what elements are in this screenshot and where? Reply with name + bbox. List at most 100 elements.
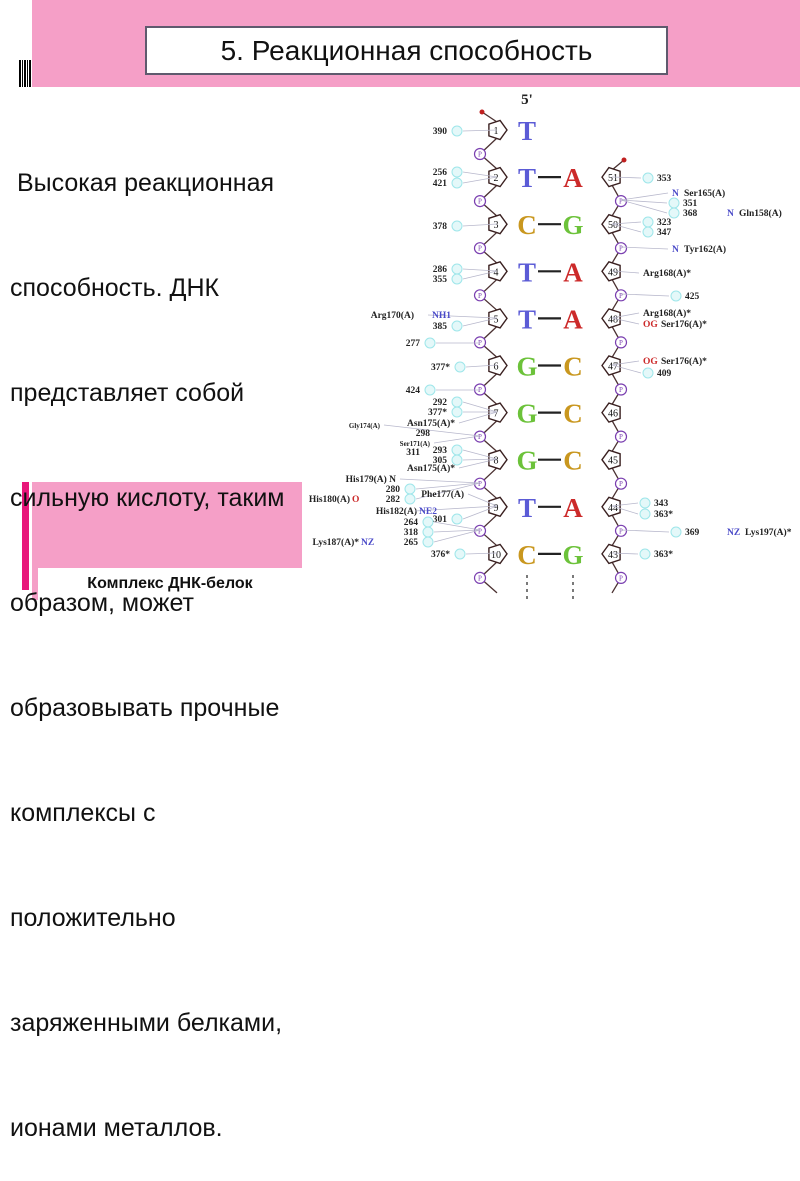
base-letter: G — [562, 540, 583, 570]
base-letter: C — [563, 399, 583, 429]
nucleotide-number: 50 — [608, 220, 618, 231]
sugar-icon — [488, 496, 508, 518]
sugar-icon — [488, 449, 508, 471]
water-icon — [451, 166, 463, 178]
annotation-label: Lys197(A)* — [745, 527, 792, 538]
sugar-icon — [601, 402, 621, 423]
annotation-label: OG — [643, 357, 658, 367]
backbone-line — [611, 467, 622, 485]
water-icon — [404, 493, 416, 505]
annotation-label: 369 — [685, 528, 700, 538]
phosphate-icon — [614, 477, 628, 490]
annotation-label: NZ — [727, 528, 740, 538]
phosphate-label: P — [619, 339, 623, 347]
interaction-line — [611, 317, 640, 325]
annotation-label: 385 — [433, 322, 448, 332]
base-letter: T — [518, 493, 536, 523]
water-icon — [670, 290, 682, 302]
interaction-line — [611, 552, 639, 555]
annotation-label: 323 — [657, 218, 672, 228]
phosphate-label: P — [478, 480, 482, 488]
water-icon — [451, 406, 463, 418]
nucleotide-number: 4 — [494, 267, 499, 278]
annotation-label: Ser176(A)* — [661, 319, 707, 330]
interaction-line — [462, 171, 498, 178]
sugar-icon — [601, 355, 621, 376]
interaction-line — [462, 268, 498, 272]
phosphate-icon — [473, 147, 487, 161]
annotation-label: 298 — [416, 429, 431, 439]
backbone-line — [479, 200, 498, 217]
interaction-line — [467, 493, 498, 507]
body-line: образом, может — [10, 589, 194, 617]
water-icon — [424, 384, 436, 396]
accent-bar — [22, 482, 29, 590]
backbone-line — [479, 483, 498, 500]
phosphate-label: P — [619, 292, 623, 300]
annotation-label: 363* — [654, 510, 673, 520]
water-icon — [668, 197, 680, 209]
annotation-label: 409 — [657, 369, 672, 379]
terminal-dot — [479, 109, 485, 115]
annotation-label: Gln158(A) — [739, 208, 782, 219]
backbone-line — [479, 436, 498, 453]
water-icon — [451, 513, 463, 525]
body-line: сильную кислоту, таким — [10, 484, 285, 512]
backbone-line — [611, 247, 622, 264]
annotation-label: Phe177(A) — [421, 489, 464, 500]
phosphate-label: P — [478, 292, 482, 300]
annotation-label: 280 — [386, 485, 401, 495]
sugar-icon — [488, 213, 508, 235]
backbone-line — [479, 325, 498, 343]
annotation-label: 305 — [433, 456, 448, 466]
interaction-line — [427, 314, 498, 319]
figure-caption: Комплекс ДНК-белок — [87, 575, 253, 592]
sugar-icon — [488, 543, 508, 565]
phosphate-icon — [473, 195, 487, 208]
base-letter: G — [562, 210, 583, 240]
phosphate-icon — [614, 336, 628, 349]
interaction-line — [465, 552, 498, 555]
sugar-icon — [601, 260, 621, 282]
sugar-icon — [488, 260, 508, 282]
phosphate-label: P — [478, 527, 482, 535]
phosphate-label: P — [478, 151, 482, 159]
phosphate-label: P — [619, 245, 623, 253]
annotation-label: 301 — [433, 515, 448, 525]
body-text: Высокая реакционная способность. ДНК пре… — [10, 96, 285, 1181]
annotation-label: O — [352, 495, 359, 505]
interaction-line — [433, 529, 481, 533]
annotation-label: 347 — [657, 228, 672, 238]
phosphate-label: P — [619, 527, 623, 535]
sugar-icon — [488, 355, 508, 376]
backbone-line — [611, 530, 622, 547]
phosphate-label: P — [478, 339, 482, 347]
backbone-line — [611, 326, 622, 343]
annotation-label: Asn175(A)* — [407, 418, 455, 429]
nucleotide-number: 1 — [494, 126, 499, 137]
five-prime-label: 5' — [521, 92, 533, 108]
annotation-label: OG — [643, 320, 658, 330]
annotation-label: 363* — [654, 550, 673, 560]
annotation-label: Asn175(A)* — [407, 463, 455, 474]
backbone-line — [611, 436, 622, 452]
water-icon — [639, 497, 651, 509]
backbone-line — [479, 341, 498, 358]
body-line: способность. ДНК — [10, 274, 220, 302]
water-icon — [404, 483, 416, 495]
interaction-line — [611, 502, 639, 507]
sugar-icon — [488, 402, 508, 423]
body-line: комплексы с — [10, 799, 156, 827]
nucleotide-number: 8 — [494, 456, 499, 467]
annotation-label: 390 — [433, 127, 448, 137]
backbone-line — [611, 483, 622, 500]
interaction-line — [611, 505, 639, 515]
body-line: Высокая реакционная — [10, 169, 275, 197]
phosphate-icon — [473, 477, 487, 490]
backbone-line — [611, 231, 622, 249]
annotation-label: 311 — [406, 448, 420, 458]
water-icon — [670, 526, 682, 538]
annotation-label: 355 — [433, 275, 448, 285]
backbone-line — [611, 577, 622, 594]
